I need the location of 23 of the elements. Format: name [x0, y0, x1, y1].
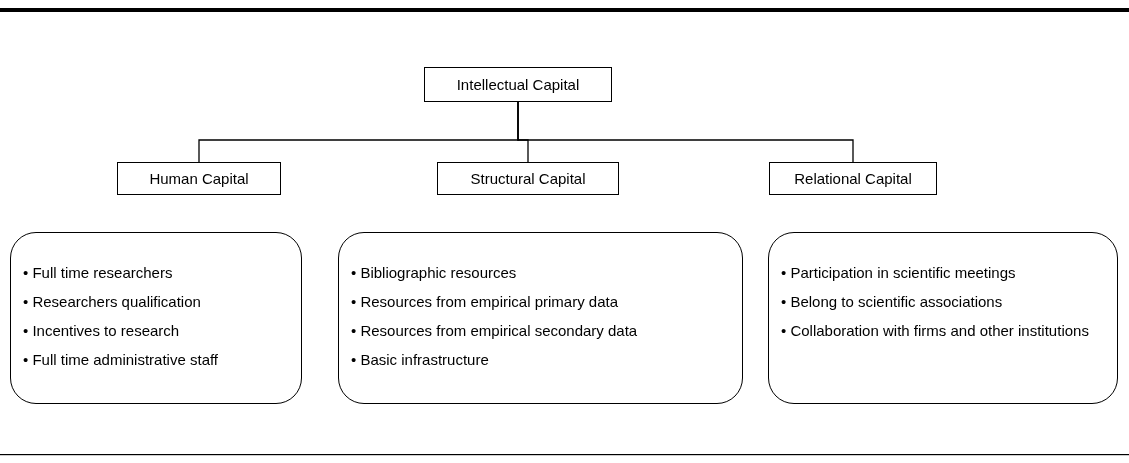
box-title: Intellectual Capital — [456, 76, 580, 93]
box-title: Relational Capital — [794, 170, 912, 187]
bullet-item: • Researchers qualification — [23, 292, 202, 311]
bullet-item: • Full time administrative staff — [23, 350, 220, 369]
category-box — [769, 162, 937, 195]
bullet-item: • Full time researchers — [23, 263, 174, 282]
category-box — [117, 162, 281, 195]
category-box — [437, 162, 619, 195]
connector-line — [517, 101, 854, 163]
bullet-item: • Bibliographic resources — [351, 263, 518, 282]
bullet-item: • Belong to scientific associations — [781, 292, 1004, 311]
bullet-item: • Resources from empirical secondary data — [351, 321, 639, 340]
category-box — [424, 67, 612, 102]
box-title: Human Capital — [149, 170, 249, 187]
bullet-item: • Collaboration with firms and other institutions — [781, 321, 1090, 340]
rounded-box — [338, 232, 743, 404]
bullet-item: • Participation in scientific meetings — [781, 263, 1017, 282]
rounded-box — [768, 232, 1118, 404]
bullet-item: • Basic infrastructure — [351, 350, 490, 369]
rounded-box — [10, 232, 302, 404]
bullet-item: • Resources from empirical primary data — [351, 292, 619, 311]
box-title: Structural Capital — [470, 170, 586, 187]
bullet-item: • Incentives to research — [23, 321, 181, 340]
